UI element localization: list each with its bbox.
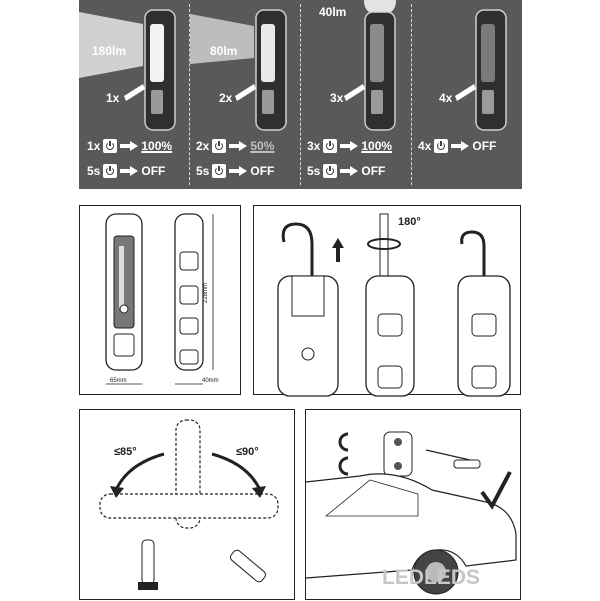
press-count: 2x [196,139,210,153]
brightness-value: 100% [141,139,173,153]
on-sequence-row: 2x 50% [196,139,274,153]
press-count: 1x [87,139,101,153]
power-button-icon [103,139,118,153]
dimensions-panel: 65mm 40mm 228mm [79,205,241,395]
off-label: OFF [472,139,497,153]
power-button-icon [212,139,227,153]
power-button-icon [434,139,449,153]
light-modes-panel: 180lm 1x 1x 100% 5s OFF 80lm 2x 2x [79,0,522,189]
arrow-right-icon [340,166,359,176]
lamp-40lm-illustration [344,0,396,131]
hook-rotation-drawing [277,213,511,397]
off-sequence-row: 5s OFF [196,164,274,178]
height-dimension: 228mm [203,282,210,304]
off-sequence-row: 5s OFF [307,164,385,178]
arrow-right-icon [120,141,139,151]
hold-time: 5s [87,164,101,178]
press-count-label: 2x [219,91,233,105]
tilt-panel: ≤85° ≤90° [79,409,295,600]
lamp-off-illustration [455,9,507,131]
off-sequence-row: 5s OFF [87,164,165,178]
tilt-right-angle-label: ≤90° [236,446,259,458]
press-count-label: 4x [439,91,453,105]
on-sequence-row: 3x 100% [307,139,392,153]
arrow-right-icon [229,141,248,151]
press-count-label: 3x [330,91,344,105]
power-button-icon [323,164,338,178]
rotation-angle-label: 180° [398,216,421,228]
mode-column-3: 40lm 3x 3x 100% 5s OFF [301,0,411,189]
arrow-right-icon [229,166,248,176]
power-button-icon [212,164,227,178]
column-divider [189,4,190,185]
off-label: OFF [250,164,275,178]
brightness-value: 100% [361,139,393,153]
power-button-icon [323,139,338,153]
hook-panel: 180° [253,205,521,397]
off-label: OFF [141,164,166,178]
magnet-car-panel [305,409,521,600]
depth-dimension: 40mm [202,378,219,384]
power-button-icon [103,164,118,178]
car-magnet-drawing [305,431,517,595]
width-dimension: 65mm [110,378,127,384]
lamp-180lm-illustration [79,9,176,131]
hold-time: 5s [307,164,321,178]
on-sequence-row: 4x OFF [418,139,496,153]
column-divider [411,4,412,185]
press-count-label: 1x [106,91,120,105]
hold-time: 5s [196,164,210,178]
lumens-label: 40lm [319,5,347,19]
on-sequence-row: 1x 100% [87,139,172,153]
dimensions-drawing [105,213,214,385]
mode-column-4: 4x 4x OFF [412,0,522,189]
off-label: OFF [361,164,386,178]
lamp-80lm-illustration [190,9,287,131]
press-count: 3x [307,139,321,153]
tilt-angle-drawing [99,419,279,590]
arrow-right-icon [340,141,359,151]
column-divider [300,4,301,185]
mode-column-1: 180lm 1x 1x 100% 5s OFF [79,0,189,189]
arrow-right-icon [120,166,139,176]
brightness-value: 50% [250,139,275,153]
lumens-label: 180lm [92,44,127,58]
arrow-right-icon [451,141,470,151]
mode-column-2: 80lm 2x 2x 50% 5s OFF [190,0,300,189]
tilt-left-angle-label: ≤85° [114,446,137,458]
press-count: 4x [418,139,432,153]
brand-watermark: LEDLEDS [382,566,481,589]
lumens-label: 80lm [210,44,238,58]
